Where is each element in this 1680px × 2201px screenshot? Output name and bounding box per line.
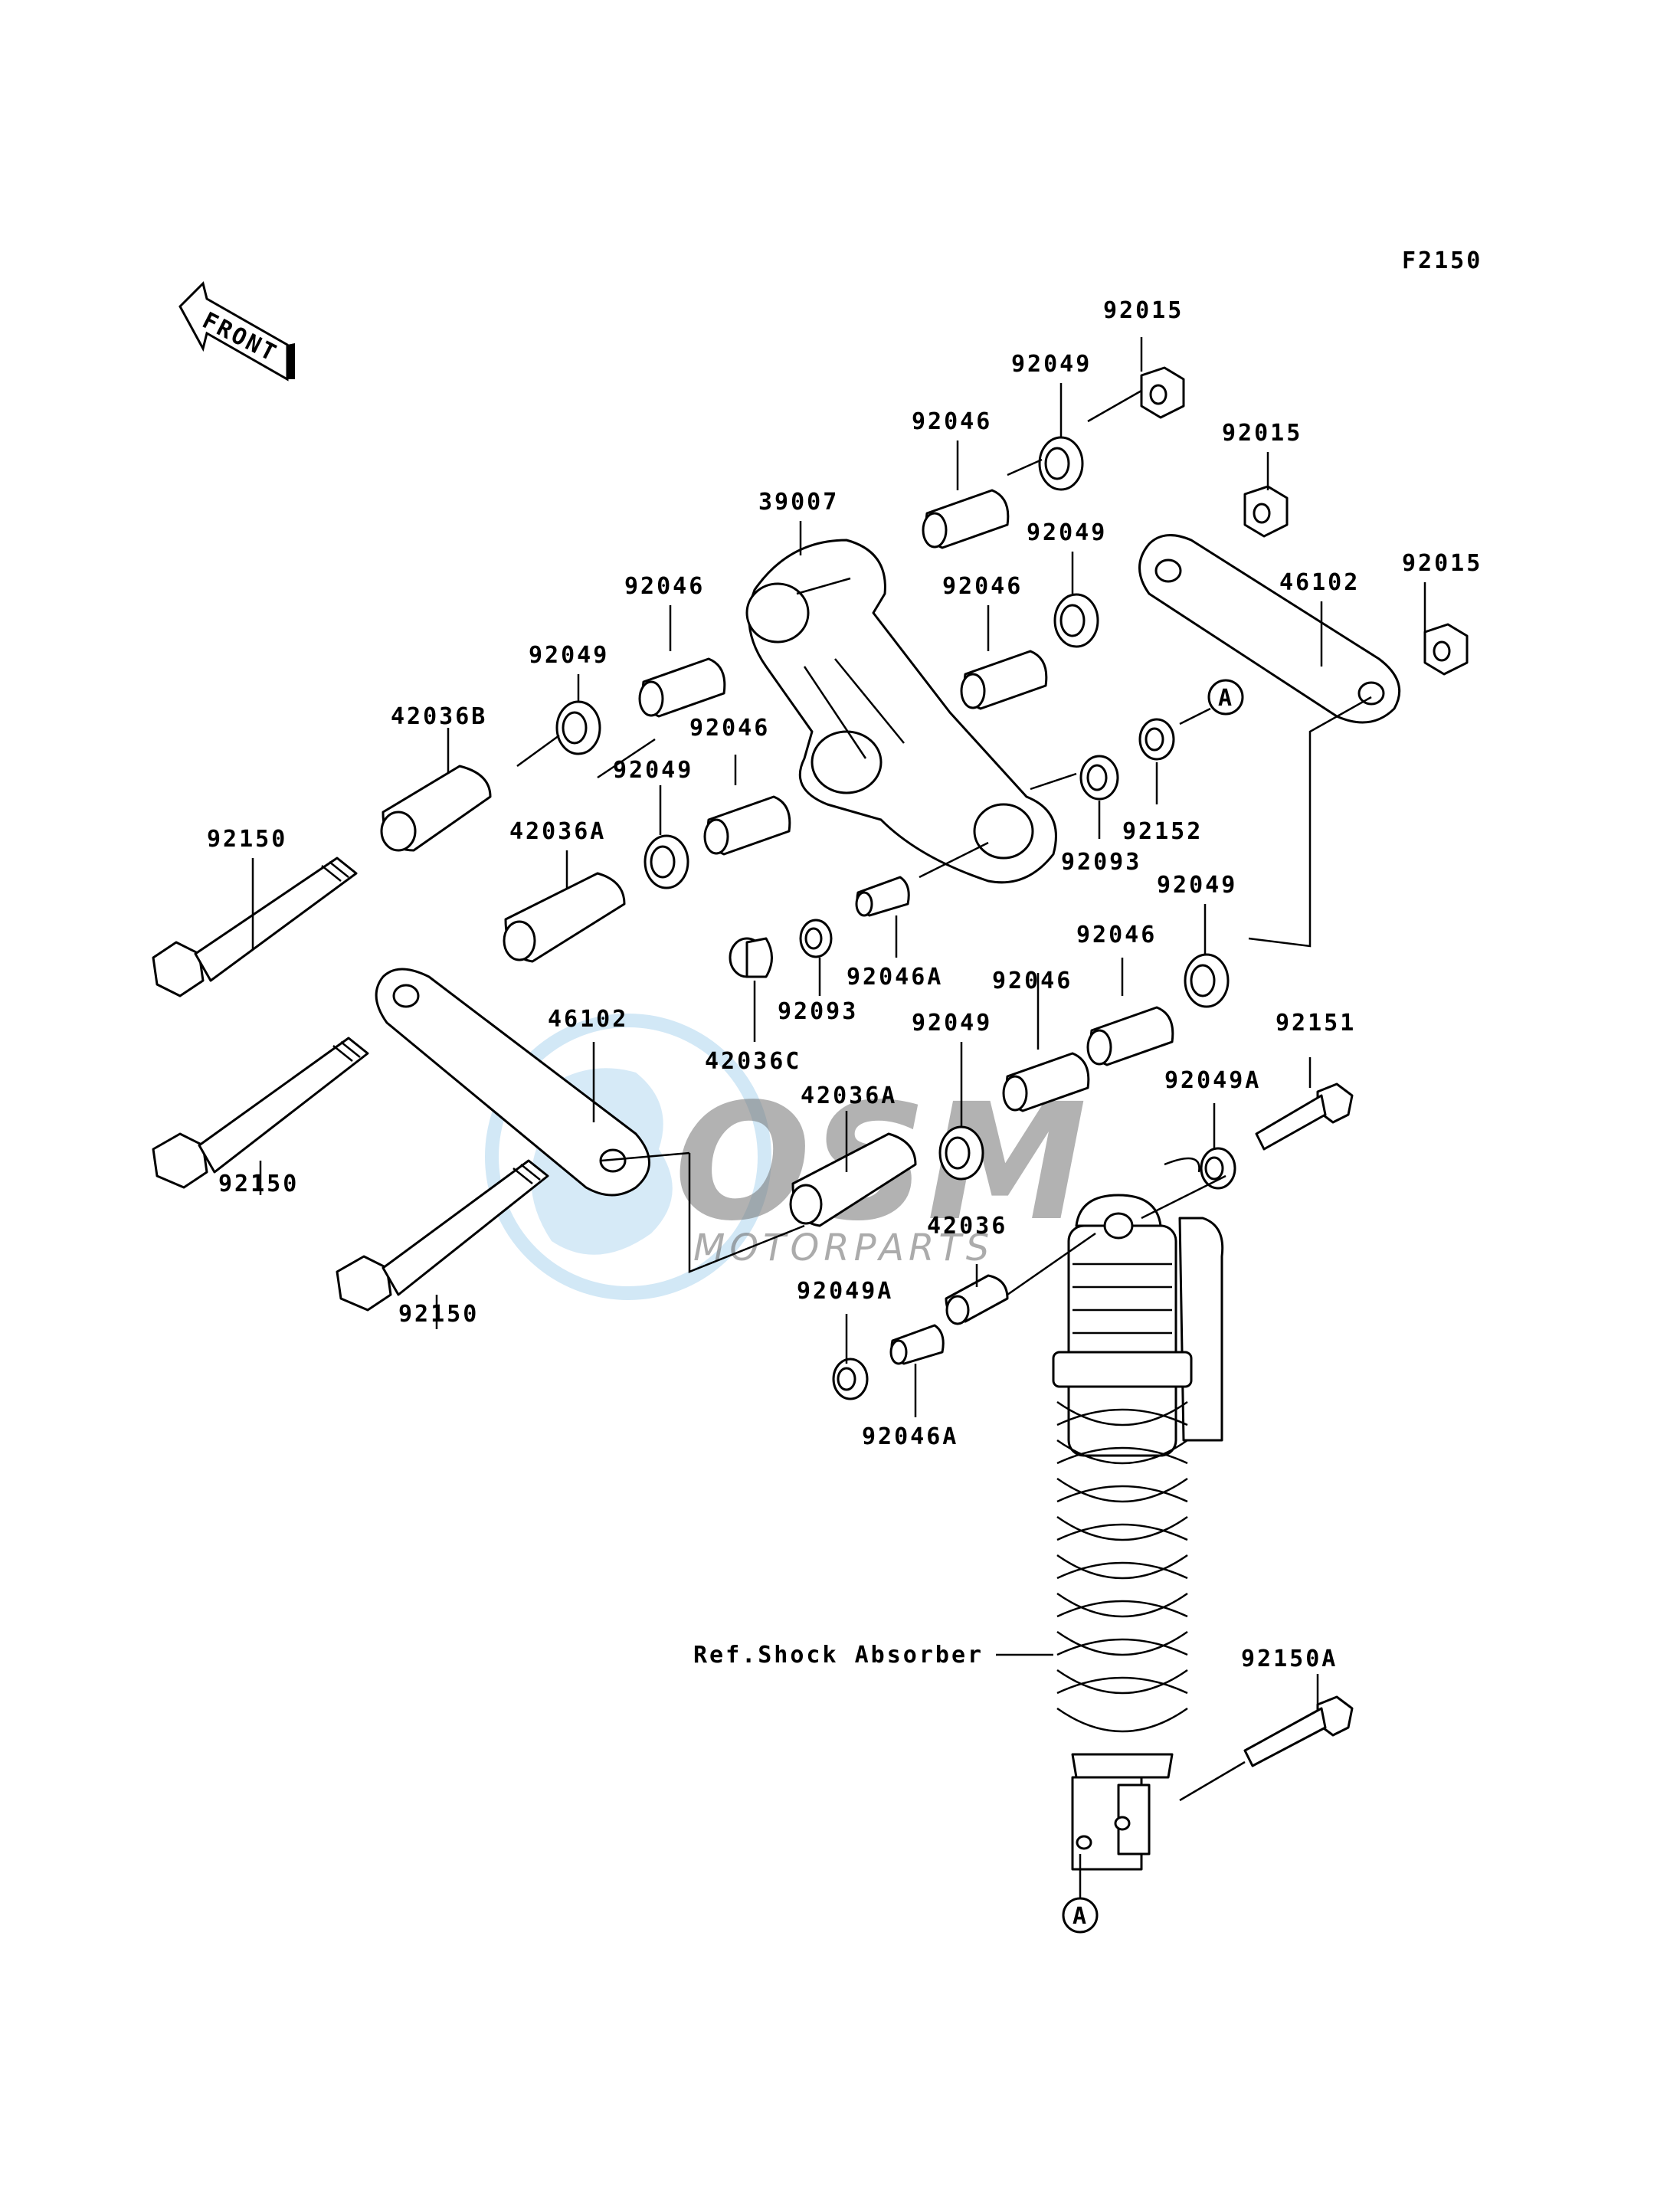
label-92049-b: 92049 — [1027, 519, 1107, 546]
label-92046A-a: 92046A — [847, 964, 943, 991]
bolt-92151 — [1255, 1082, 1354, 1151]
label-92093-b: 92093 — [778, 998, 858, 1025]
bearing-92046-set — [638, 489, 1174, 1112]
front-arrow-icon: FRONT — [178, 281, 295, 382]
label-92049-c: 92049 — [529, 642, 609, 669]
label-92150A: 92150A — [1241, 1646, 1338, 1672]
label-92049-f: 92049 — [912, 1010, 992, 1037]
svg-text:A: A — [1073, 1903, 1089, 1930]
washer-92152 — [1138, 718, 1175, 761]
label-92015-b: 92015 — [1222, 420, 1302, 447]
label-42036B: 42036B — [391, 703, 487, 730]
label-92046-b: 92046 — [624, 573, 705, 600]
collar-42036A-b — [789, 1132, 917, 1227]
label-42036C: 42036C — [705, 1048, 801, 1075]
label-92151: 92151 — [1276, 1010, 1356, 1037]
label-92150-c: 92150 — [398, 1301, 479, 1328]
part-labels: 92015 92049 92046 92015 39007 92049 4610… — [207, 297, 1482, 1672]
collar-42036A-a — [503, 872, 626, 963]
seal-92049-set — [555, 436, 1230, 1181]
shock-absorber — [1052, 1194, 1224, 1871]
label-92049A-b: 92049A — [797, 1278, 893, 1305]
label-92150-b: 92150 — [218, 1171, 299, 1197]
watermark-sub: MOTORPARTS — [693, 1227, 994, 1269]
label-42036: 42036 — [927, 1213, 1007, 1240]
collar-42036 — [945, 1274, 1009, 1325]
label-92046-c: 92046 — [942, 573, 1023, 600]
label-92049-d: 92049 — [613, 757, 693, 784]
label-92046-d: 92046 — [689, 715, 770, 742]
label-92046-a: 92046 — [912, 408, 992, 435]
link-46102-top — [1138, 534, 1401, 724]
seal-92049A-set — [832, 1147, 1236, 1400]
label-92093-a: 92093 — [1061, 849, 1141, 876]
bolt-92150A — [1243, 1695, 1354, 1767]
label-92049-e: 92049 — [1157, 872, 1237, 899]
bolt-92150-c — [336, 1159, 549, 1312]
bearing-92046A-set — [855, 876, 945, 1365]
nut-92015-set — [1140, 366, 1469, 676]
figure-code: F2150 — [1402, 247, 1482, 274]
link-46102-bottom — [375, 968, 650, 1197]
washer-92093-set — [799, 755, 1119, 958]
label-92046-e: 92046 — [1076, 922, 1157, 948]
label-42036A-b: 42036A — [801, 1082, 897, 1109]
label-92046-f: 92046 — [992, 968, 1073, 994]
rocker-arm-39007 — [745, 539, 1057, 884]
label-92150-a: 92150 — [207, 826, 287, 853]
callout-a-top: A — [1207, 679, 1244, 716]
leader-lines — [251, 337, 1426, 1898]
label-39007: 39007 — [758, 489, 839, 516]
front-label: FRONT — [198, 307, 282, 368]
bolt-92150-b — [152, 1037, 369, 1189]
label-42036A-a: 42036A — [509, 818, 606, 845]
label-92046A-b: 92046A — [862, 1423, 958, 1450]
label-92049-a: 92049 — [1011, 351, 1092, 378]
label-92049A-a: 92049A — [1164, 1067, 1261, 1094]
callout-a-bottom: A — [1062, 1897, 1099, 1934]
label-92015-a: 92015 — [1103, 297, 1184, 324]
label-92152: 92152 — [1122, 818, 1203, 845]
label-46102-a: 46102 — [1279, 569, 1360, 596]
label-46102-b: 46102 — [548, 1006, 628, 1033]
bolt-92150-a — [152, 856, 358, 997]
collar-42036B — [380, 765, 492, 852]
collar-42036C — [729, 937, 773, 978]
svg-text:A: A — [1218, 685, 1234, 712]
label-92015-c: 92015 — [1402, 550, 1482, 577]
ref-shock-absorber: Ref.Shock Absorber — [693, 1642, 984, 1669]
